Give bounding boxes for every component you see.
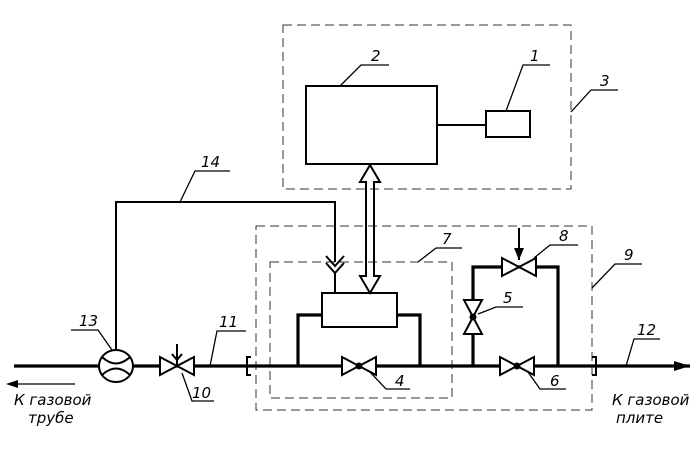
label-7: 7	[442, 230, 452, 248]
valve-6	[499, 355, 535, 377]
leader-10	[181, 372, 214, 402]
signal-line-14	[115, 201, 336, 349]
block-2	[305, 85, 438, 165]
caption-right-line2: плите	[616, 409, 663, 427]
caption-left-line1: К газовой	[14, 391, 92, 409]
enclosure-7	[269, 261, 453, 399]
leader-14	[179, 170, 230, 203]
label-3: 3	[600, 72, 610, 90]
enclosure-9	[255, 225, 593, 411]
caption-right-line1: К газовой	[612, 391, 690, 409]
valve-10	[159, 344, 195, 377]
right-arrow-head	[674, 361, 690, 371]
valve-8	[501, 228, 537, 278]
label-6: 6	[550, 372, 560, 390]
sensor-13	[98, 349, 134, 383]
label-11: 11	[219, 313, 238, 331]
left-arrow-head	[6, 380, 18, 388]
controller-block	[321, 292, 398, 328]
label-10: 10	[192, 384, 211, 402]
label-5: 5	[503, 289, 513, 307]
leader-7	[417, 247, 462, 263]
label-14: 14	[201, 153, 220, 171]
leader-12	[625, 338, 660, 367]
label-13: 13	[79, 312, 98, 330]
leader-1	[505, 64, 550, 112]
label-2: 2	[371, 47, 381, 65]
label-4: 4	[395, 372, 405, 390]
leader-8	[533, 244, 578, 259]
bypass-9	[471, 265, 560, 366]
label-1: 1	[530, 47, 540, 65]
valve-5	[462, 299, 484, 335]
leader-2	[339, 64, 389, 87]
leader-9	[591, 263, 642, 289]
leader-3	[570, 89, 618, 113]
valve-4	[341, 355, 377, 377]
bypass-left	[296, 313, 322, 366]
flange-right	[592, 356, 597, 376]
label-8: 8	[559, 227, 569, 245]
caption-left-line2: трубе	[28, 409, 74, 427]
block-1	[485, 110, 531, 138]
label-9: 9	[624, 246, 634, 264]
enclosure-3	[282, 24, 572, 190]
leader-13	[71, 329, 113, 351]
flange-left	[246, 356, 251, 376]
leader-6	[527, 371, 566, 390]
leader-4	[369, 371, 410, 390]
leader-11	[209, 330, 246, 367]
bidirectional-arrow	[358, 163, 382, 295]
leader-5	[477, 306, 523, 315]
label-12: 12	[637, 321, 656, 339]
bypass-right	[397, 313, 422, 366]
